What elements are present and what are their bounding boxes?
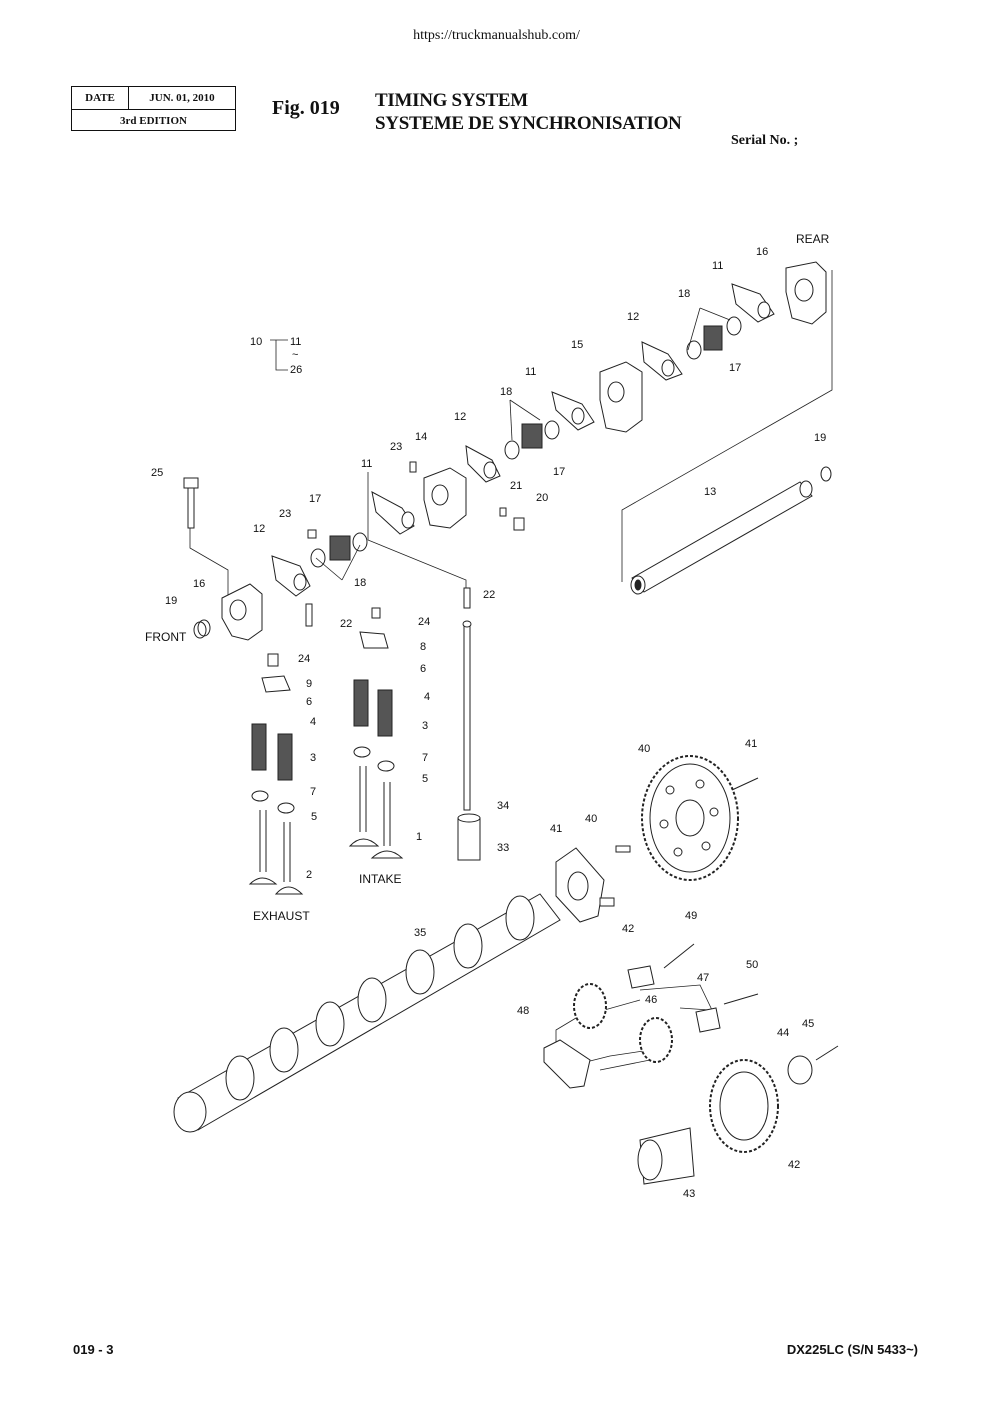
push-rod-tappet <box>457 620 481 861</box>
callout-20: 20 <box>536 492 548 504</box>
model-serial: DX225LC (S/N 5433~) <box>786 1342 918 1357</box>
callout-18-front: 18 <box>354 577 366 589</box>
callout-15: 15 <box>571 339 583 351</box>
callout-16-front: 16 <box>193 578 205 590</box>
page-number: 019 - 3 <box>73 1342 114 1357</box>
callout-34: 41 <box>550 823 562 835</box>
page-title: TIMING SYSTEM SYSTEME DE SYNCHRONISATION <box>375 89 682 135</box>
callout-11-front: 11 <box>361 458 372 470</box>
callout-48: 48 <box>517 1005 529 1017</box>
callout-14: 14 <box>415 431 427 443</box>
callout-11-rear: 11 <box>712 260 723 272</box>
callout-23-front: 23 <box>279 508 291 520</box>
callout-2: 2 <box>306 869 312 881</box>
callout-22-left: 22 <box>340 618 352 630</box>
callout-16-rear: 16 <box>756 246 768 258</box>
callout-5-exhaust: 5 <box>311 811 317 823</box>
callout-17-front: 17 <box>309 493 321 505</box>
callout-3-exhaust: 3 <box>310 752 316 764</box>
callout-4-intake: 4 <box>424 691 430 703</box>
callout-6-intake: 6 <box>420 663 426 675</box>
callout-17-rear: 17 <box>729 362 741 374</box>
callout-19-rear: 19 <box>814 432 826 444</box>
rocker-arms <box>271 283 775 597</box>
callout-12-mid: 12 <box>454 411 466 423</box>
rocker-shaft <box>630 466 832 595</box>
callout-10-last: 26 <box>290 364 302 376</box>
callout-18-rear: 18 <box>678 288 690 300</box>
callout-22-right: 22 <box>483 589 495 601</box>
callout-42: 42 <box>788 1159 800 1171</box>
callout-18-mid: 18 <box>500 386 512 398</box>
title-french: SYSTEME DE SYNCHRONISATION <box>375 113 682 134</box>
callout-33: 40 <box>585 813 597 825</box>
callout-41: 41 <box>745 738 757 750</box>
valve-assembly <box>248 631 404 895</box>
edition-label: 3rd EDITION <box>120 114 187 127</box>
callout-labels: 16 11 18 12 17 15 11 18 12 17 14 23 11 2… <box>145 232 830 1200</box>
callout-50: 50 <box>746 959 758 971</box>
callout-43: 43 <box>683 1188 695 1200</box>
callout-9: 9 <box>306 678 312 690</box>
label-exhaust: EXHAUST <box>253 909 310 923</box>
callout-47: 47 <box>697 972 709 984</box>
label-intake: INTAKE <box>359 872 401 886</box>
callout-19-front: 19 <box>165 595 177 607</box>
callout-7-intake: 7 <box>422 752 428 764</box>
idler-gears <box>543 943 839 1185</box>
callout-4-exhaust: 4 <box>310 716 316 728</box>
serial-number: Serial No. ; <box>731 133 799 148</box>
source-url: https://truckmanualshub.com/ <box>413 28 580 43</box>
callout-1: 1 <box>416 831 422 843</box>
callout-10-first: 11 <box>290 336 301 348</box>
callout-30: 33 <box>497 842 509 854</box>
rocker-brackets <box>197 261 827 641</box>
callout-49: 49 <box>685 910 697 922</box>
date-label: DATE <box>72 87 129 109</box>
callout-31: 34 <box>497 800 509 812</box>
callout-25: 24 <box>298 653 310 665</box>
fasteners <box>183 461 525 667</box>
callout-10: 10 <box>250 336 262 348</box>
label-front: FRONT <box>145 630 187 644</box>
callout-21: 21 <box>510 480 522 492</box>
callout-17-mid: 17 <box>553 466 565 478</box>
camshaft <box>173 893 561 1133</box>
callout-32: 35 <box>414 927 426 939</box>
camshaft-gear <box>555 755 759 923</box>
callout-12-front: 12 <box>253 523 265 535</box>
callout-26: 25 <box>151 467 163 479</box>
callout-8: 8 <box>420 641 426 653</box>
callout-45: 45 <box>802 1018 814 1030</box>
callout-12-rear: 12 <box>627 311 639 323</box>
callout-3-intake: 3 <box>422 720 428 732</box>
callout-11-mid: 11 <box>525 366 536 378</box>
callout-35: 42 <box>622 923 634 935</box>
callout-24: 24 <box>418 616 430 628</box>
figure-number: Fig. 019 <box>272 97 340 119</box>
date-value: JUN. 01, 2010 <box>149 92 215 104</box>
callout-23-top: 23 <box>390 441 402 453</box>
callout-6-exhaust: 6 <box>306 696 312 708</box>
callout-46: 46 <box>645 994 657 1006</box>
date-edition-box: DATE JUN. 01, 2010 3rd EDITION <box>71 86 236 131</box>
title-english: TIMING SYSTEM <box>375 90 528 111</box>
callout-5-intake: 5 <box>422 773 428 785</box>
callout-10-tilde: ~ <box>292 349 298 361</box>
label-rear: REAR <box>796 232 830 246</box>
callout-40: 40 <box>638 743 650 755</box>
callout-7-exhaust: 7 <box>310 786 316 798</box>
callout-44: 44 <box>777 1027 789 1039</box>
callout-13: 13 <box>704 486 716 498</box>
springs-washers <box>193 316 742 639</box>
